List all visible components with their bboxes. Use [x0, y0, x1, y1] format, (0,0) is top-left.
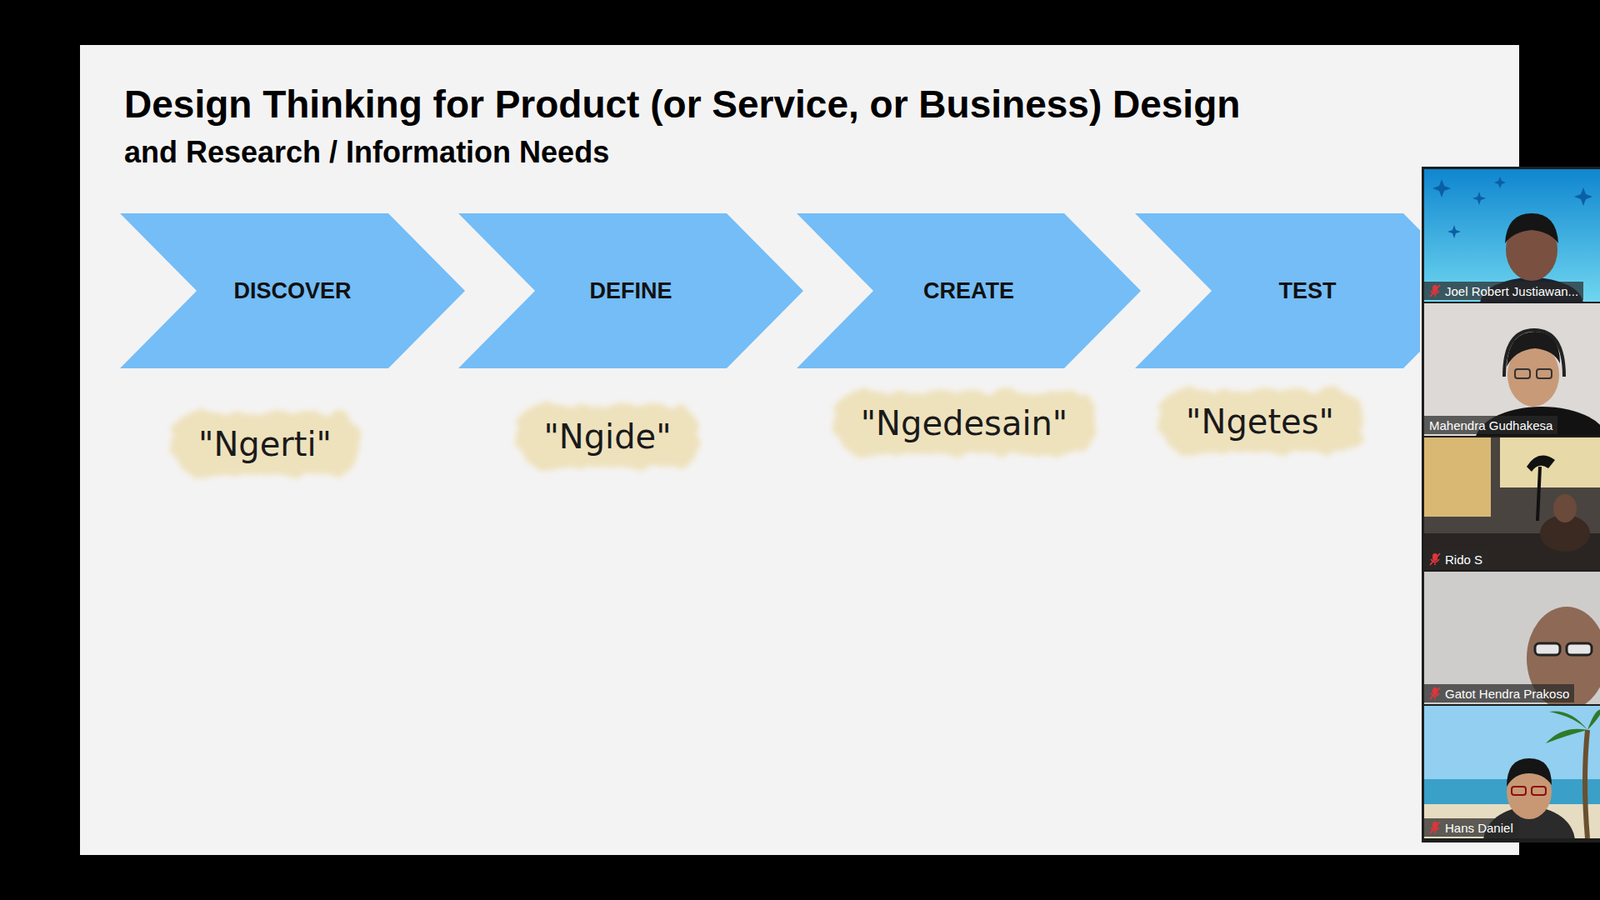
video-tile — [1424, 571, 1600, 705]
slide-title: Design Thinking for Product (or Service,… — [124, 83, 1240, 126]
participant-name: Mahendra Gudhakesa — [1429, 418, 1553, 433]
person-hair — [1506, 758, 1552, 787]
mic-slash — [1430, 687, 1440, 700]
participant-name: Rido S — [1445, 552, 1483, 567]
participant-name: Gatot Hendra Prakoso — [1445, 686, 1570, 701]
highlight-blob: "Ngide" — [510, 400, 705, 474]
desk-lamp — [1537, 466, 1540, 521]
handwritten-note: "Ngedesain" — [860, 403, 1069, 444]
process-chevron: CREATE — [796, 213, 1141, 369]
process-chevron: TEST — [1135, 213, 1420, 369]
window-light — [1424, 437, 1491, 517]
person-head — [1553, 494, 1577, 523]
highlight-blob: "Ngedesain" — [827, 386, 1102, 460]
mic-muted-icon — [1429, 820, 1441, 835]
handwritten-note: "Ngerti" — [198, 424, 332, 465]
glasses — [1511, 786, 1526, 795]
tile-background — [1424, 169, 1600, 302]
blob-fill — [832, 391, 1097, 455]
participant-name-tag: Hans Daniel — [1424, 818, 1519, 837]
step-label: CREATE — [796, 278, 1141, 305]
participant-name: Hans Daniel — [1445, 820, 1514, 835]
mic-muted-icon — [1429, 552, 1441, 566]
participant-name-tag: Rido S — [1424, 550, 1488, 569]
participant-name: Joel Robert Justiawan... — [1445, 284, 1579, 299]
glasses — [1536, 369, 1552, 379]
blob-fill — [170, 412, 360, 476]
slide-background — [80, 45, 1520, 855]
video-tile — [1424, 437, 1600, 570]
chevron-fill — [120, 213, 465, 369]
person-hair — [1505, 213, 1559, 244]
tile-background — [1424, 437, 1600, 570]
palm-leaves — [1545, 710, 1600, 745]
step-label: TEST — [1135, 278, 1420, 305]
mic-slash — [1430, 821, 1440, 834]
process-chevron: DISCOVER — [120, 213, 465, 369]
headphones — [1504, 330, 1565, 377]
participant-name-tag: Mahendra Gudhakesa — [1424, 415, 1558, 435]
palm-trunk — [1585, 730, 1588, 839]
process-chevron: DEFINE — [458, 213, 804, 369]
chevron-fill — [796, 213, 1141, 369]
blob-fill — [515, 405, 700, 469]
chevron-fill — [458, 213, 804, 369]
glasses — [1566, 643, 1592, 655]
chevron-fill — [1135, 213, 1420, 369]
chevron-shape — [1135, 213, 1420, 369]
glasses — [1535, 643, 1560, 655]
highlight-blob: "Ngetes" — [1152, 385, 1368, 459]
wall-light — [1500, 437, 1600, 488]
mic-slash — [1430, 553, 1440, 565]
sky — [1424, 705, 1600, 839]
glasses — [1515, 369, 1530, 379]
video-tile — [1424, 705, 1600, 839]
video-tile — [1424, 303, 1600, 436]
participant-panel — [1421, 166, 1600, 843]
glasses — [1531, 786, 1546, 795]
handwritten-note: "Ngetes" — [1185, 401, 1335, 442]
participant-name-tag: Joel Robert Justiawan... — [1424, 281, 1584, 300]
mic-slash — [1430, 285, 1440, 297]
blob-fill — [1157, 390, 1363, 454]
step-label: DISCOVER — [120, 278, 465, 305]
video-tile — [1424, 169, 1600, 302]
participant-name-tag: Gatot Hendra Prakoso — [1424, 684, 1575, 703]
mic-muted-icon — [1429, 284, 1441, 298]
handwritten-note: "Ngide" — [543, 416, 671, 457]
highlight-blob: "Ngerti" — [165, 407, 365, 481]
mic-muted-icon — [1429, 686, 1441, 700]
slide-subtitle: and Research / Information Needs — [124, 135, 610, 170]
step-label: DEFINE — [458, 278, 804, 305]
